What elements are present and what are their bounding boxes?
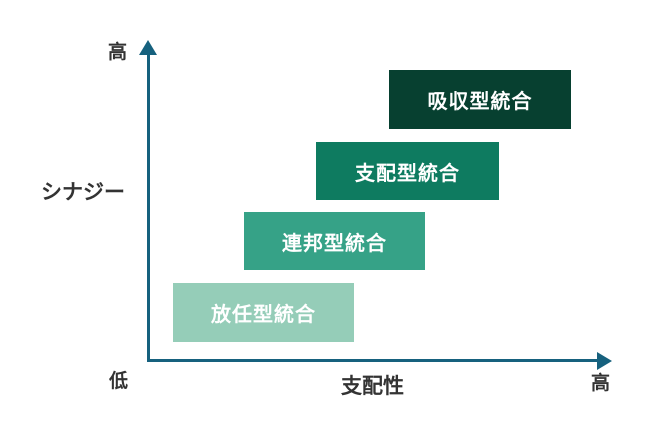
box-label: 連邦型統合 [282,230,387,255]
box-label: 放任型統合 [211,302,316,326]
box-label: 支配型統合 [355,160,460,185]
box-laissez-faire-integration: 放任型統合 [173,283,354,342]
box-label: 吸収型統合 [427,89,533,113]
x-axis-line [147,359,599,362]
box-absorption-integration: 吸収型統合 [389,70,571,129]
x-axis-high-label: 高 [591,372,611,394]
y-axis-low-label: 低 [109,370,129,392]
box-dominant-integration: 支配型統合 [316,142,499,200]
arrow-right-icon [597,352,612,370]
y-axis-high-label: 高 [108,41,128,63]
arrow-up-icon [139,40,157,55]
box-federal-integration: 連邦型統合 [244,212,425,270]
y-axis-title: シナジー [41,180,125,204]
y-axis-line [147,52,150,362]
x-axis-title: 支配性 [341,374,404,398]
